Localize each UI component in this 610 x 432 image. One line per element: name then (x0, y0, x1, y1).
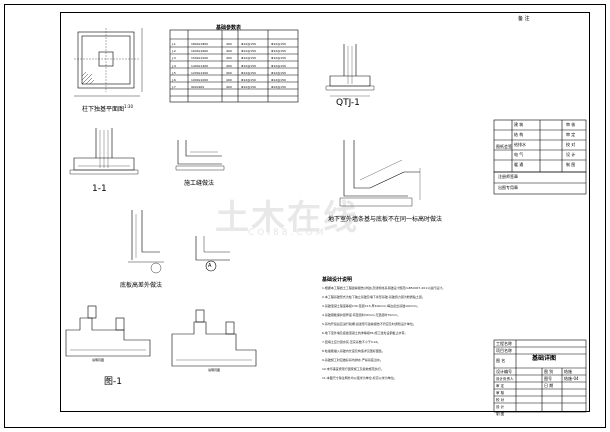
fig1-caption: 图-1 (104, 377, 122, 387)
table-cell: 1800x1800 (191, 42, 209, 46)
signoff-role: 设 计 (566, 152, 576, 157)
note-line: 11.本图尺寸除注明外均以毫米为单位,标高以米为单位。 (322, 376, 397, 380)
table-cell: Φ12@150 (241, 63, 256, 68)
stamp2-label: 出图专用章 (498, 185, 518, 190)
table-title: 基础参数表 (216, 25, 242, 31)
drawing-sheet (4, 4, 606, 428)
basement-wall-caption: 地下室外墙条基与底板不在同一标高时做法 (328, 216, 443, 223)
table-cell: Φ12@150 (241, 78, 256, 82)
signoff-role: 校 对 (566, 142, 576, 147)
detail-a-label: A (208, 263, 212, 269)
table-cell: 400 (226, 56, 232, 61)
table-cell: 400 (226, 70, 232, 75)
construction-caption: 施工缝做法 (184, 180, 215, 187)
table-cell: Φ12@150 (241, 70, 256, 75)
signoff-discipline: 电 气 (514, 152, 524, 157)
table-cell: J-5 (172, 70, 176, 75)
table-cell: Φ12@150 (271, 85, 286, 90)
table-cell: J-7 (172, 85, 176, 90)
table-cell: J-4 (172, 63, 176, 68)
plan-scale: 1:30 (124, 104, 133, 109)
table-cell: 400 (226, 63, 232, 68)
table-cell: J-3 (172, 56, 176, 61)
fig1-note2: 说明同图 (208, 368, 221, 372)
remark-label: 备 注 (518, 16, 530, 22)
table-cell: Φ12@150 (241, 42, 256, 46)
note-line: 9.基础施工时应做好基坑排水,严禁基底浸水。 (322, 358, 383, 362)
qtj-caption: QTJ-1 (336, 98, 360, 108)
date-label: 日 期 (544, 383, 554, 388)
table-cell: Φ12@150 (241, 49, 256, 54)
table-cell: Φ12@150 (271, 42, 286, 46)
watermark-text: COI88.COM (248, 228, 327, 238)
approval-role: 审 核 (496, 391, 505, 395)
note-line: 6.地下室外墙及底板混凝土抗渗等级P6,施工缝处设钢板止水带。 (322, 331, 408, 335)
signoff-discipline: 给排水 (514, 142, 526, 147)
sign-label: 图纸会签 (496, 144, 512, 149)
table-cell: Φ12@150 (241, 56, 256, 61)
signoff-discipline: 暖 通 (514, 162, 524, 167)
table-cell: J-6 (172, 78, 176, 82)
plan-caption: 柱下独基平面图 (82, 106, 125, 113)
approval-role: 设计负责人 (496, 377, 514, 381)
item-label: 项目名称 (496, 348, 512, 353)
table-cell: 900x900 (191, 85, 205, 90)
fig1-note: 说明同图 (92, 358, 105, 362)
note-line: 5.基坑开挖后应进行验槽,如发现与勘察报告不符应及时通知设计单位。 (322, 322, 416, 326)
section-11-caption: 1-1 (92, 184, 107, 194)
table-cell: 400 (226, 78, 232, 82)
table-cell: J-2 (172, 49, 176, 54)
signoff-discipline: 建 筑 (514, 122, 524, 127)
approval-role: 制 图 (496, 412, 505, 416)
slab-step-caption: 底板高差外做法 (120, 282, 163, 289)
note-line: 10.未尽事宜按现行国家施工及验收规范执行。 (322, 367, 384, 371)
drawing-frame (60, 12, 590, 412)
table-cell: 1200x1200 (191, 70, 209, 75)
sheet-value: 结施 (564, 369, 572, 374)
approval-role: 设 计 (496, 405, 505, 409)
note-line: 2.本工程基础形式为柱下独立基础及墙下条形基础,基础持力层为粉质粘土层。 (322, 295, 425, 299)
note-line: 4.基础钢筋保护层厚度:有垫层时40mm,无垫层时70mm。 (322, 313, 401, 317)
note-line: 7.回填土应分层夯实,压实系数不小于0.94。 (322, 340, 381, 344)
note-line: 8.柱插筋锚入基础内长度及构造详见国标图集。 (322, 349, 385, 353)
table-cell: Φ12@150 (271, 70, 286, 75)
note-line: 1.根据本工程岩土工程勘察报告(详勘)及建筑地基基础设计规范(GB50007-2… (322, 286, 446, 290)
signoff-role: 审 核 (566, 122, 576, 127)
sheet-no: 结施-04 (564, 376, 579, 381)
approval-role: 校 对 (496, 398, 505, 402)
notes-title: 基础设计说明 (322, 277, 353, 283)
title-block (493, 339, 587, 413)
signoff-role: 审 定 (566, 132, 576, 137)
table-cell: 1600x1600 (191, 49, 209, 54)
sheet-no-label: 图号 (544, 376, 552, 381)
table-cell: Φ12@150 (241, 85, 256, 90)
table-cell: 400 (226, 85, 232, 90)
table-cell: Φ12@150 (271, 63, 286, 68)
drawing-label: 图 名 (496, 358, 506, 363)
stamp1-label: 注册师签章 (498, 174, 518, 179)
parameter-table-frame (169, 29, 299, 103)
table-cell: 1000x1000 (191, 78, 209, 82)
table-cell: Φ12@150 (271, 56, 286, 61)
signoff-discipline: 结 构 (514, 132, 524, 137)
detail-a-marker (205, 260, 217, 272)
approval-role: 审 定 (496, 384, 505, 388)
project-label: 工程名称 (496, 341, 512, 346)
note-line: 3.基础混凝土强度等级C30,垫层C15,厚100mm,每边宽出基础100mm。 (322, 304, 420, 308)
table-cell: J-1 (172, 42, 176, 46)
signoff-role: 制 图 (566, 162, 576, 167)
drawing-name: 基础详图 (532, 355, 557, 362)
table-cell: 1500x1500 (191, 56, 209, 61)
table-cell: 400 (226, 49, 232, 54)
table-cell: Φ12@150 (271, 78, 286, 82)
sheet-label: 图 别 (544, 369, 554, 374)
table-cell: 1400x1400 (191, 63, 209, 68)
table-cell: Φ12@150 (271, 49, 286, 54)
design-no-label: 设计编号 (496, 369, 512, 374)
table-cell: 400 (226, 42, 232, 46)
